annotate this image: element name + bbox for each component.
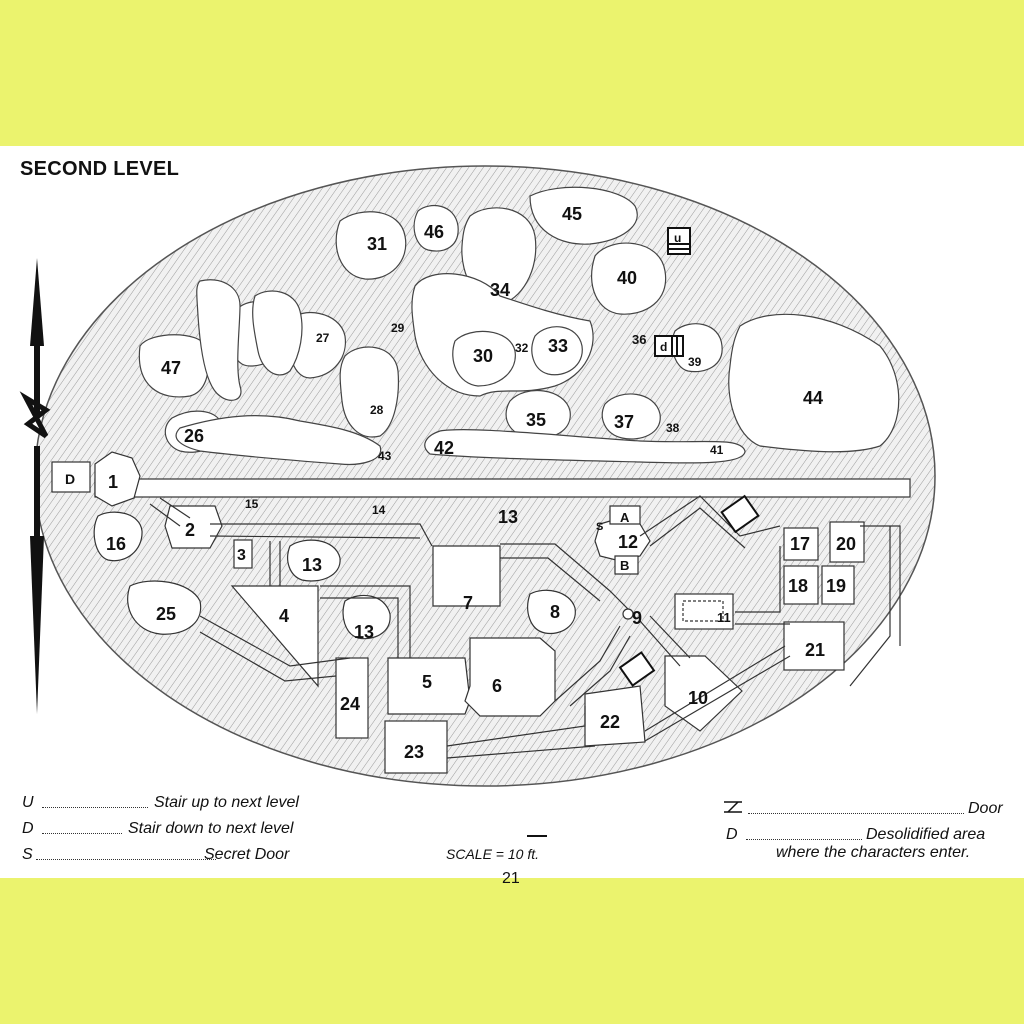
door-symbol-icon bbox=[724, 801, 742, 813]
legend-label-desolidified-2: where the characters enter. bbox=[776, 844, 971, 861]
room-40: 40 bbox=[617, 268, 637, 288]
room-12: 12 bbox=[618, 532, 638, 552]
page-number: 21 bbox=[502, 870, 520, 887]
room-34: 34 bbox=[490, 280, 510, 300]
room-41: 41 bbox=[710, 443, 724, 457]
marker-b: B bbox=[620, 558, 629, 573]
room-10: 10 bbox=[688, 688, 708, 708]
legend-dots bbox=[42, 833, 122, 834]
south-passages bbox=[149, 495, 901, 759]
legend-key-s: S bbox=[22, 846, 33, 863]
north-arrow-icon bbox=[19, 258, 51, 714]
room-28: 28 bbox=[370, 403, 384, 417]
marker-a: A bbox=[620, 510, 630, 525]
legend-label-desolidified: Desolidified area bbox=[866, 826, 986, 843]
scale-bar bbox=[527, 835, 547, 837]
room-4: 4 bbox=[279, 606, 289, 626]
dungeon-map: D 1 2 3 4 5 6 7 8 9 10 11 12 13 13 13 14… bbox=[19, 165, 936, 787]
room-5: 5 bbox=[422, 672, 432, 692]
room-35: 35 bbox=[526, 410, 546, 430]
legend-key-d: D bbox=[22, 820, 34, 837]
room-14: 14 bbox=[372, 503, 386, 517]
room-47: 47 bbox=[161, 358, 181, 378]
room-19: 19 bbox=[826, 576, 846, 596]
room-23: 23 bbox=[404, 742, 424, 762]
legend-dots bbox=[748, 813, 964, 814]
room-21: 21 bbox=[805, 640, 825, 660]
room-24: 24 bbox=[340, 694, 360, 714]
room-37: 37 bbox=[614, 412, 634, 432]
room-39: 39 bbox=[688, 355, 702, 369]
room-45: 45 bbox=[562, 204, 582, 224]
room-44: 44 bbox=[803, 388, 823, 408]
southern-rooms bbox=[93, 505, 865, 774]
room-7: 7 bbox=[463, 593, 473, 613]
stair-down-icon bbox=[654, 335, 684, 357]
room-15: 15 bbox=[245, 497, 259, 511]
stair-up-icon bbox=[667, 227, 691, 255]
room-22: 22 bbox=[600, 712, 620, 732]
room-32: 32 bbox=[515, 341, 529, 355]
legend-label-stair-down: Stair down to next level bbox=[128, 820, 294, 837]
room-33: 33 bbox=[548, 336, 568, 356]
legend-label-door: Door bbox=[968, 800, 1003, 817]
entry-label: D bbox=[65, 471, 75, 487]
legend-dots bbox=[42, 807, 148, 808]
room-1: 1 bbox=[108, 472, 118, 492]
room-26: 26 bbox=[184, 426, 204, 446]
room-31: 31 bbox=[367, 234, 387, 254]
legend-key-u: U bbox=[22, 794, 34, 811]
room-46: 46 bbox=[424, 222, 444, 242]
map-sheet: SECOND LEVEL bbox=[0, 146, 1024, 887]
room-2: 2 bbox=[185, 520, 195, 540]
room-13b: 13 bbox=[302, 555, 322, 575]
room-numbers: 1 2 3 4 5 6 7 8 9 10 11 12 13 13 13 14 1… bbox=[106, 204, 856, 762]
stair-down-label: d bbox=[660, 340, 667, 354]
legend-row-stair-down: D Stair down to next level bbox=[22, 820, 312, 840]
legend-key-desolidified: D bbox=[726, 826, 738, 843]
room-18: 18 bbox=[788, 576, 808, 596]
northern-caves bbox=[138, 186, 900, 466]
room-36: 36 bbox=[632, 332, 646, 347]
room-9: 9 bbox=[632, 608, 642, 628]
main-corridor bbox=[94, 478, 911, 498]
room-38: 38 bbox=[666, 421, 680, 435]
room-3: 3 bbox=[237, 547, 246, 564]
room-29: 29 bbox=[391, 321, 405, 335]
room-8: 8 bbox=[550, 602, 560, 622]
room-20: 20 bbox=[836, 534, 856, 554]
room-30: 30 bbox=[473, 346, 493, 366]
scale-label: SCALE = 10 ft. bbox=[446, 846, 539, 862]
room-42: 42 bbox=[434, 438, 454, 458]
room-43: 43 bbox=[378, 449, 392, 463]
room-13a: 13 bbox=[498, 507, 518, 527]
room-13c: 13 bbox=[354, 622, 374, 642]
legend-row-stair-up: U Stair up to next level bbox=[22, 794, 312, 814]
legend-label-secret-door: Secret Door bbox=[204, 846, 290, 863]
page-title: SECOND LEVEL bbox=[20, 158, 180, 180]
legend-dots bbox=[36, 859, 216, 860]
stair-down-icon-south bbox=[618, 651, 656, 687]
entry-area bbox=[51, 461, 91, 493]
stair-up-icon-south bbox=[720, 494, 760, 534]
room-17: 17 bbox=[790, 534, 810, 554]
room-6: 6 bbox=[492, 676, 502, 696]
legend-dots bbox=[746, 839, 862, 840]
room-27: 27 bbox=[316, 331, 330, 345]
room-16: 16 bbox=[106, 534, 126, 554]
legend-label-stair-up: Stair up to next level bbox=[154, 794, 299, 811]
legend-row-secret-door: S Secret Door bbox=[22, 846, 312, 866]
room-11: 11 bbox=[717, 610, 731, 625]
secret-door-marker: S bbox=[596, 521, 603, 533]
stair-up-label: u bbox=[674, 231, 681, 245]
room-25: 25 bbox=[156, 604, 176, 624]
room-1-shape bbox=[94, 451, 141, 507]
